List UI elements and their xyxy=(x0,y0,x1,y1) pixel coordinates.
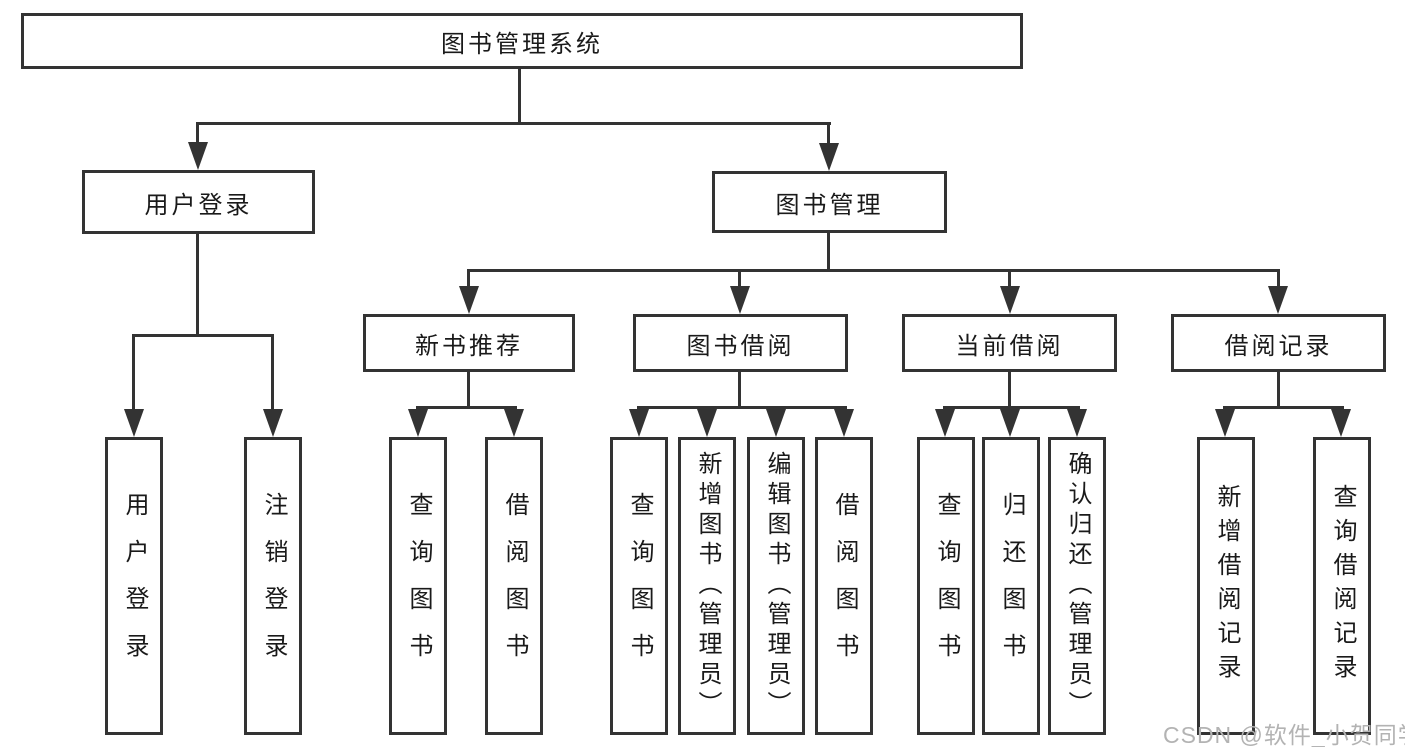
leaf-user-login: 用户登录 xyxy=(105,437,163,735)
connector-book-borrow-feed xyxy=(738,372,741,409)
node-user-login-label: 用户登录 xyxy=(144,191,253,219)
connector-borrow-records-feed xyxy=(1277,372,1280,409)
leaf-borrow-books-2-label: 借阅图书 xyxy=(831,492,858,680)
arrowhead-book-borrow xyxy=(730,286,750,314)
leaf-query-books-2-label: 查询图书 xyxy=(626,492,653,680)
node-library-system: 图书管理系统 xyxy=(21,13,1023,69)
arrowhead-leaf-return-book xyxy=(1000,409,1020,437)
arrowhead-user-login xyxy=(188,142,208,170)
connector-user-login-feed xyxy=(196,234,199,337)
leaf-edit-book-admin-label: 编辑图书（管理员） xyxy=(763,451,790,721)
node-book-management-label: 图书管理 xyxy=(775,191,884,219)
leaf-logout: 注销登录 xyxy=(244,437,302,735)
leaf-query-books-3: 查询图书 xyxy=(917,437,975,735)
arrowhead-leaf-query-books-2 xyxy=(629,409,649,437)
node-book-borrow-label: 图书借阅 xyxy=(686,332,795,360)
leaf-query-books-2: 查询图书 xyxy=(610,437,668,735)
leaf-add-borrow-record-label: 新增借阅记录 xyxy=(1213,484,1240,688)
leaf-confirm-return-admin: 确认归还（管理员） xyxy=(1048,437,1106,735)
connector-drop-book-management xyxy=(827,122,830,143)
arrowhead-leaf-add-record xyxy=(1215,409,1235,437)
leaf-query-borrow-record-label: 查询借阅记录 xyxy=(1329,484,1356,688)
connector-new-book-feed xyxy=(467,372,470,409)
watermark: CSDN @软件_小贺同学 xyxy=(1163,722,1405,747)
arrowhead-leaf-edit-book xyxy=(766,409,786,437)
arrowhead-new-book xyxy=(459,286,479,314)
leaf-query-borrow-record: 查询借阅记录 xyxy=(1313,437,1371,735)
leaf-confirm-return-admin-label: 确认归还（管理员） xyxy=(1064,451,1091,721)
leaf-borrow-books-2: 借阅图书 xyxy=(815,437,873,735)
connector-root-feed xyxy=(518,69,521,124)
leaf-add-borrow-record: 新增借阅记录 xyxy=(1197,437,1255,735)
arrowhead-book-management xyxy=(819,143,839,171)
node-user-login: 用户登录 xyxy=(82,170,315,234)
leaf-add-book-admin-label: 新增图书（管理员） xyxy=(694,451,721,721)
leaf-query-books-1: 查询图书 xyxy=(389,437,447,735)
arrowhead-leaf-query-books-1 xyxy=(408,409,428,437)
leaf-logout-label: 注销登录 xyxy=(260,492,287,680)
connector-book-management-feed xyxy=(827,233,830,272)
node-book-management: 图书管理 xyxy=(712,171,947,233)
connector-current-borrow-feed xyxy=(1008,372,1011,409)
node-library-system-label: 图书管理系统 xyxy=(441,30,603,58)
leaf-borrow-books-1-label: 借阅图书 xyxy=(501,492,528,680)
connector-book-borrow-split xyxy=(637,406,847,409)
connector-drop-leaf-logout xyxy=(271,334,274,410)
connector-user-login-split xyxy=(132,334,274,337)
connector-current-borrow-split xyxy=(943,406,1080,409)
node-current-borrow-label: 当前借阅 xyxy=(955,332,1064,360)
arrowhead-leaf-borrow-books-1 xyxy=(504,409,524,437)
leaf-query-books-3-label: 查询图书 xyxy=(933,492,960,680)
leaf-return-book-label: 归还图书 xyxy=(998,492,1025,680)
node-borrow-records-label: 借阅记录 xyxy=(1224,332,1333,360)
arrowhead-leaf-query-books-3 xyxy=(935,409,955,437)
arrowhead-leaf-query-record xyxy=(1331,409,1351,437)
connector-drop-user-login xyxy=(196,122,199,143)
connector-drop-new-book xyxy=(467,269,470,287)
arrowhead-current-borrow xyxy=(1000,286,1020,314)
arrowhead-leaf-add-book xyxy=(697,409,717,437)
leaf-query-books-1-label: 查询图书 xyxy=(405,492,432,680)
connector-drop-current-borrow xyxy=(1008,269,1011,287)
arrowhead-leaf-borrow-books-2 xyxy=(834,409,854,437)
leaf-return-book: 归还图书 xyxy=(982,437,1040,735)
arrowhead-leaf-user-login xyxy=(124,409,144,437)
leaf-user-login-label: 用户登录 xyxy=(121,492,148,680)
leaf-edit-book-admin: 编辑图书（管理员） xyxy=(747,437,805,735)
arrowhead-leaf-confirm-return xyxy=(1067,409,1087,437)
node-new-book-recommend-label: 新书推荐 xyxy=(415,332,523,360)
connector-drop-borrow-records xyxy=(1277,269,1280,287)
node-book-borrow: 图书借阅 xyxy=(633,314,848,372)
leaf-add-book-admin: 新增图书（管理员） xyxy=(678,437,736,735)
leaf-borrow-books-1: 借阅图书 xyxy=(485,437,543,735)
connector-drop-book-borrow xyxy=(738,269,741,287)
node-current-borrow: 当前借阅 xyxy=(902,314,1117,372)
arrowhead-borrow-records xyxy=(1268,286,1288,314)
node-new-book-recommend: 新书推荐 xyxy=(363,314,575,372)
connector-root-split xyxy=(196,122,831,125)
connector-borrow-records-split xyxy=(1223,406,1344,409)
node-borrow-records: 借阅记录 xyxy=(1171,314,1386,372)
arrowhead-leaf-logout xyxy=(263,409,283,437)
connector-new-book-split xyxy=(416,406,517,409)
connector-drop-leaf-user-login xyxy=(132,334,135,410)
connector-book-management-split xyxy=(467,269,1280,272)
